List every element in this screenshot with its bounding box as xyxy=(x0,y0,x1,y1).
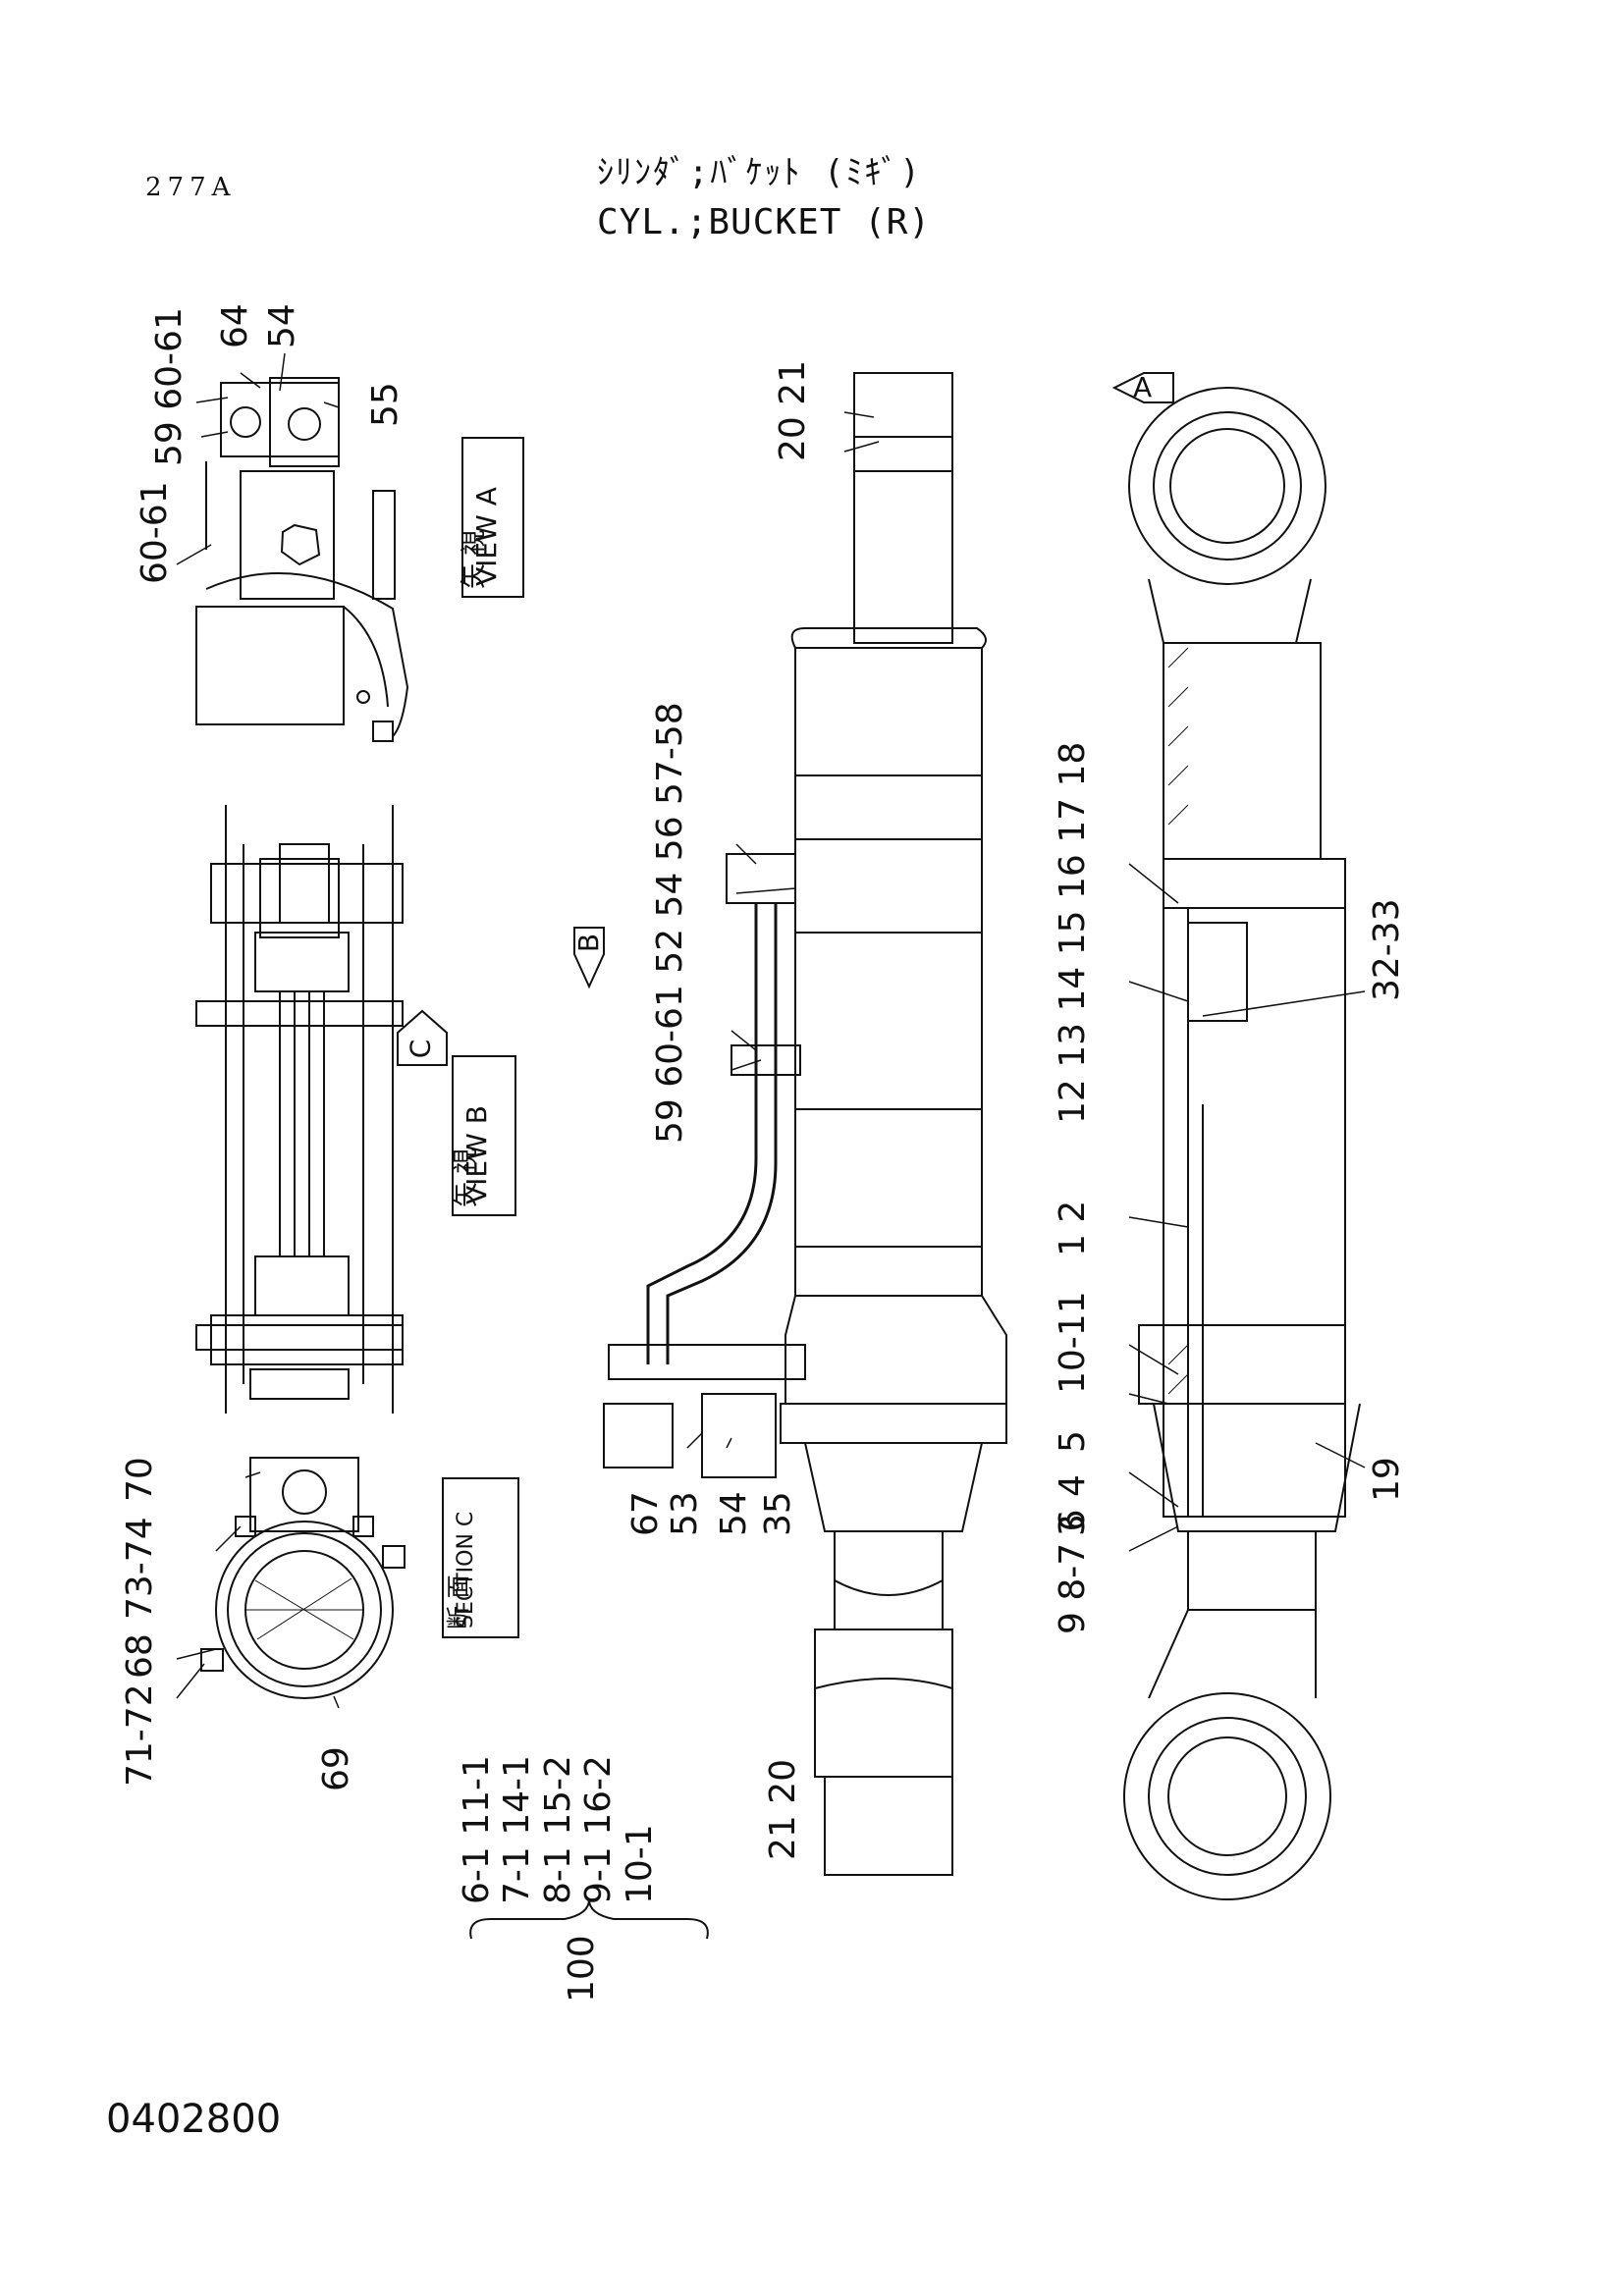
callout-60-61: 60-61 xyxy=(135,481,175,584)
kit-brace xyxy=(469,1898,709,1940)
view-a-drawing xyxy=(195,377,409,742)
leader-lines xyxy=(176,352,1366,1709)
kit-row: 9-1 16-2 xyxy=(578,1755,620,1904)
callout-4: 4 xyxy=(1053,1474,1093,1497)
callout-35: 35 xyxy=(758,1491,798,1536)
view-marker-c-arrow xyxy=(397,1009,448,1066)
kit-row: 10-1 xyxy=(619,1824,660,1904)
view-marker-b: B xyxy=(572,933,606,953)
section-c-kanji: 断 面 xyxy=(445,1575,472,1629)
callout-9-8-7-6: 9 8-7 6 xyxy=(1053,1509,1093,1635)
section-c-drawing xyxy=(200,1457,406,1699)
callout-20-21-top: 20 21 xyxy=(773,359,813,461)
view-b-drawing xyxy=(195,805,404,1414)
view-a-kanji: 矢 視 xyxy=(460,529,489,589)
callout-1-2: 1 2 xyxy=(1053,1200,1093,1256)
callout-67: 67 xyxy=(625,1491,666,1536)
view-marker-b-arrow xyxy=(573,927,605,989)
kit-row: 8-1 15-2 xyxy=(537,1755,578,1904)
view-marker-a-arrow xyxy=(1111,372,1174,403)
callout-32-33: 32-33 xyxy=(1367,898,1407,1001)
title-english: CYL.;BUCKET (R) xyxy=(597,202,932,242)
kit-row: 7-1 14-1 xyxy=(497,1755,538,1904)
callout-70: 70 xyxy=(120,1457,160,1502)
middle-cylinder-drawing xyxy=(603,372,1007,1876)
callout-12-18: 12 13 14 15 16 17 18 xyxy=(1053,741,1093,1124)
callout-71-72: 71-72 xyxy=(120,1683,160,1787)
kit-contents: 6-1 11-1 7-1 14-1 8-1 15-2 9-1 16-2 10-1 xyxy=(457,1755,660,1904)
callout-64: 64 xyxy=(215,303,255,348)
title-japanese: ｼﾘﾝﾀﾞ;ﾊﾞｹｯﾄ (ﾐｷﾞ) xyxy=(597,153,922,192)
callout-54-view-a: 54 xyxy=(262,303,302,348)
view-b-box: VIEW B xyxy=(452,1055,516,1216)
callout-21-20-bottom: 21 20 xyxy=(763,1758,803,1860)
callout-10-11: 10-11 xyxy=(1053,1291,1093,1394)
view-a-box: VIEW A xyxy=(461,437,524,598)
view-marker-c: C xyxy=(404,1039,437,1059)
callout-hose-group: 59 60-61 52 54 56 57-58 xyxy=(650,702,690,1144)
callout-53: 53 xyxy=(665,1491,705,1536)
view-b-kanji: 矢 視 xyxy=(452,1148,481,1207)
document-number: 0402800 xyxy=(106,2097,282,2142)
callout-55: 55 xyxy=(365,382,406,427)
callout-73-74: 73-74 xyxy=(120,1517,160,1620)
kit-number: 100 xyxy=(562,1935,602,2002)
callout-19: 19 xyxy=(1367,1457,1407,1502)
kit-row: 6-1 11-1 xyxy=(457,1755,497,1904)
callout-69: 69 xyxy=(316,1746,356,1791)
right-cylinder-drawing xyxy=(1123,387,1361,1900)
callout-59-60-61: 59 60-61 xyxy=(149,307,189,466)
callout-5: 5 xyxy=(1053,1430,1093,1453)
page-code: 277A xyxy=(145,173,237,202)
section-c-box: SECTION C xyxy=(442,1477,519,1638)
callout-54-bottom: 54 xyxy=(714,1491,754,1536)
callout-68: 68 xyxy=(120,1633,160,1679)
view-marker-a: A xyxy=(1133,371,1153,403)
